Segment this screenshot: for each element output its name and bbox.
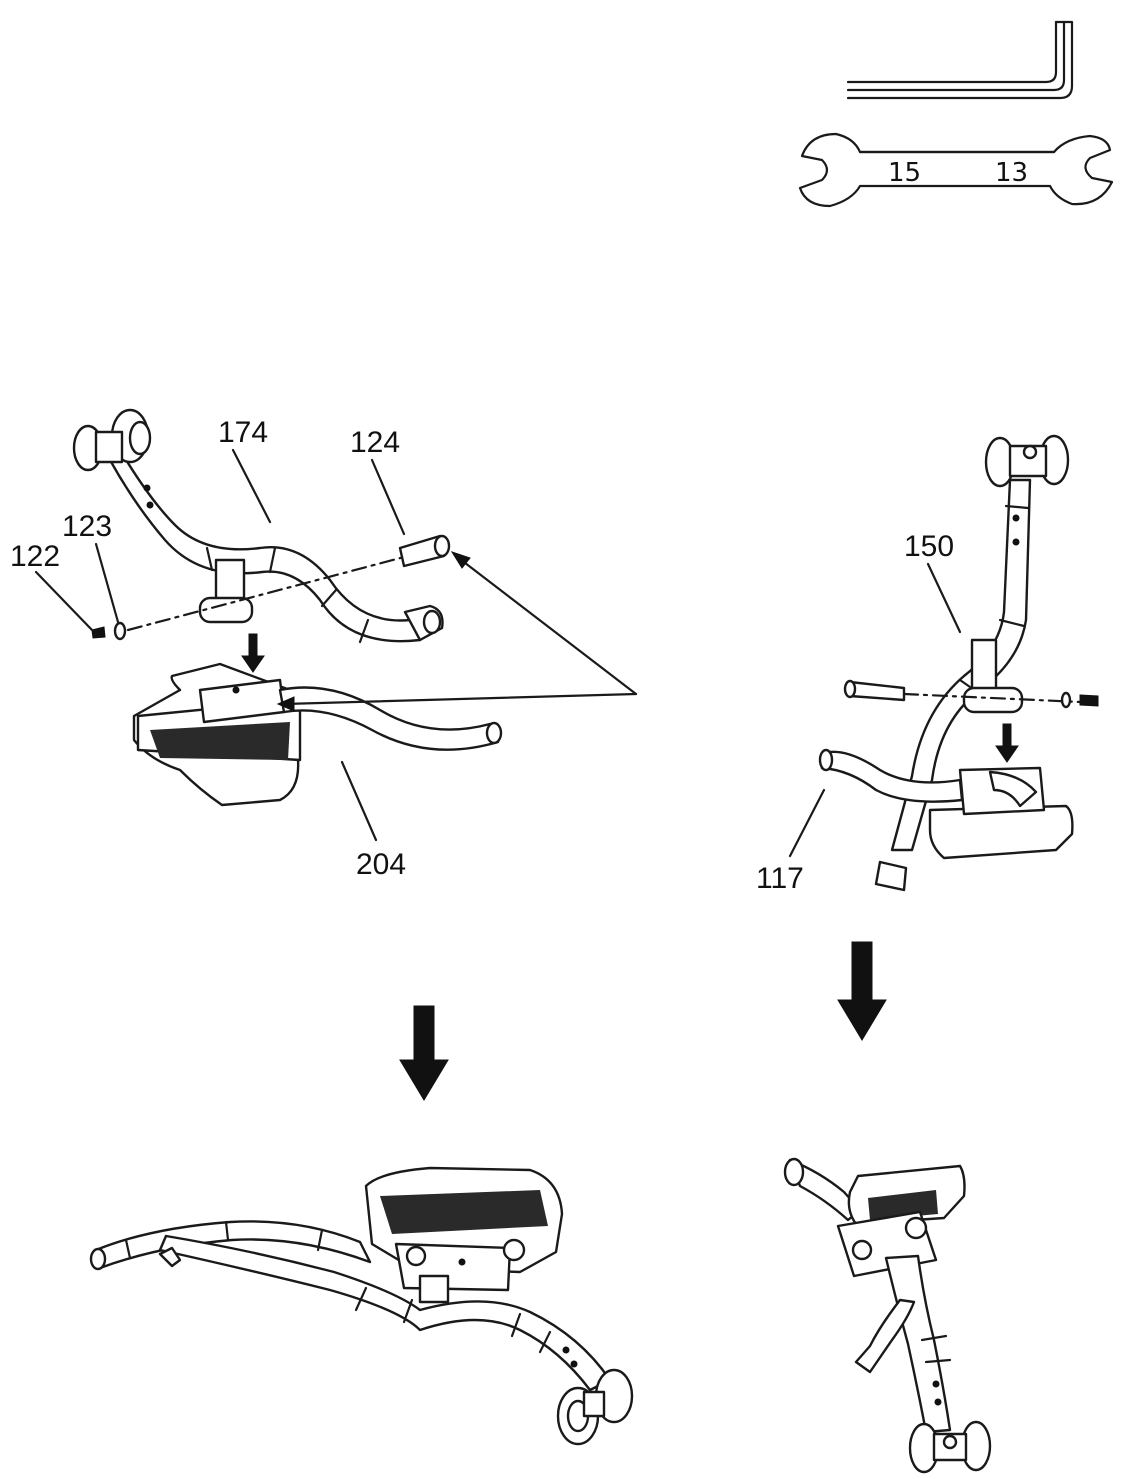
washer-right [1060,691,1072,709]
pointer-lines [276,551,638,712]
label-117: 117 [756,862,804,895]
part-117-pedal [818,748,1074,860]
down-arrow-right-icon [837,941,887,1041]
axle-124 [398,534,451,568]
allen-key-icon [846,20,1074,100]
down-arrow-left-icon [399,1005,449,1101]
assembly-axis-line [126,554,410,632]
wrench-icon: 15 13 [798,132,1114,208]
label-204: 204 [356,848,406,881]
label-123: 123 [62,510,112,543]
right-assembled-view [783,1157,992,1474]
label-174: 174 [218,416,268,449]
axle-right [843,679,906,702]
part-150-arm [874,434,1070,892]
wrench-size-left-label: 15 [888,158,921,188]
bolt-right [1079,694,1099,707]
part-174-arm [72,408,444,644]
left-assembled-view [89,1166,634,1446]
right-exploded-view: 150 117 [756,434,1099,895]
left-exploded-view: 122 123 174 124 204 [10,408,638,881]
part-204-pedal [132,662,503,807]
washer-123 [113,621,127,641]
wrench-size-right-label: 13 [995,158,1028,188]
label-122: 122 [10,540,60,573]
bolt-122 [91,626,106,639]
label-124: 124 [350,426,400,459]
label-150: 150 [904,530,954,563]
down-arrow-small-icon [241,633,265,673]
down-arrow-small-right-icon [995,723,1019,763]
